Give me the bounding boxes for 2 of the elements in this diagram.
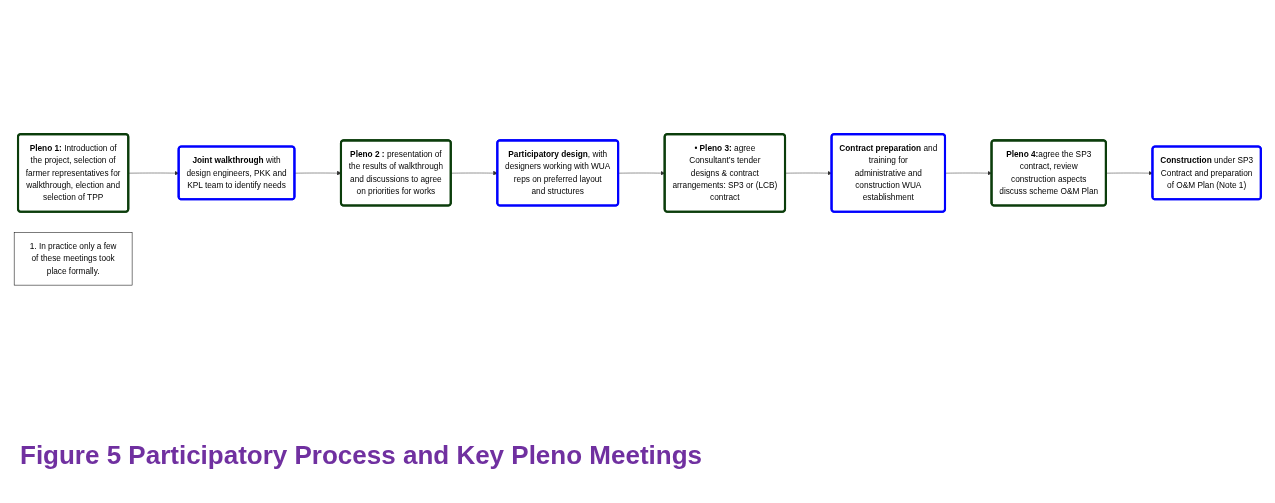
node-box: 1. In practice only a few of these meetings took place formally. [13,232,133,286]
figure-caption: Figure 5 Participatory Process and Key Pleno Meetings [20,440,702,471]
